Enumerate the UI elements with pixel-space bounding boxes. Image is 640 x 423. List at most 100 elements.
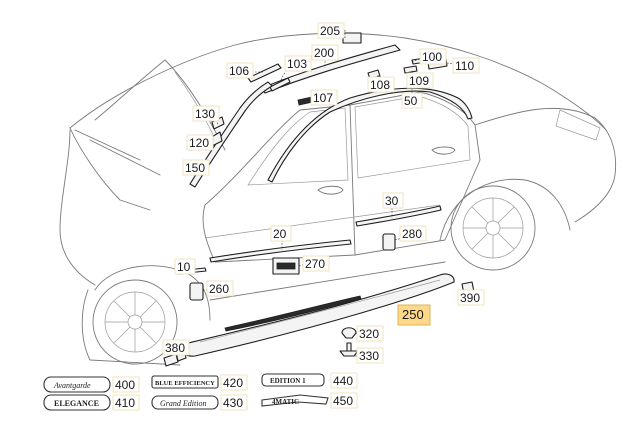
callout-400-label: 400: [115, 378, 135, 392]
callout-410-label: 410: [115, 396, 135, 410]
callout-110-label: 110: [455, 59, 474, 73]
part-330-base: [339, 350, 359, 357]
part-270-plate-inner: [276, 262, 296, 270]
callout-420-label: 420: [223, 376, 243, 390]
callout-30: 30: [382, 192, 404, 209]
leader-280: [394, 237, 403, 241]
badge-420-text: BLUE EFFICIENCY: [155, 380, 215, 387]
badge-440: EDITION 1 440: [261, 372, 358, 389]
callout-260-label: 260: [209, 282, 229, 296]
callout-10-label: 10: [177, 260, 191, 274]
callout-250-highlight: [397, 304, 431, 326]
car-front-lower: [81, 289, 181, 366]
leader-109: [411, 70, 416, 77]
callout-100: 100: [419, 48, 447, 65]
callout-109-label: 109: [409, 74, 429, 88]
part-250-chrome-strip: [224, 295, 362, 332]
car-rear-handle: [431, 146, 456, 155]
callout-10: 10: [174, 258, 196, 275]
callout-380: 380: [162, 339, 190, 356]
callout-100-label: 100: [422, 50, 442, 64]
leader-110: [446, 62, 455, 65]
callout-270-label: 270: [305, 257, 325, 271]
car-rear-arch: [439, 178, 571, 241]
car-rear-tire: [450, 185, 536, 271]
badge-450-text: 4MATIC: [272, 398, 299, 406]
callout-205-label: 205: [320, 24, 340, 38]
part-250-detail-line: [199, 279, 441, 343]
part-150-a-pillar: [189, 81, 273, 188]
badge-430-text: Grand Edition: [160, 399, 206, 408]
part-330-stem: [346, 342, 352, 352]
car-rear-hub: [485, 220, 501, 236]
car-rocker-line: [209, 261, 446, 301]
badge-400-shape: [43, 376, 111, 393]
callout-103: 103: [284, 55, 312, 72]
callout-106-label: 106: [229, 64, 249, 78]
badge-410-shape: [43, 394, 111, 411]
callout-320-label: 320: [359, 327, 379, 341]
car-rear-spokes: [463, 198, 523, 258]
badge-400-text: Avantgarde: [53, 381, 91, 390]
part-109-clip: [403, 65, 418, 74]
callout-280: 280: [399, 225, 427, 242]
callout-130-label: 130: [195, 107, 215, 121]
callout-450-label: 450: [333, 394, 353, 408]
callout-380-label: 380: [165, 341, 185, 355]
callout-109: 109: [406, 72, 434, 89]
badge-450-shape: [261, 394, 329, 407]
badge-420: BLUE EFFICIENCY 420: [151, 374, 248, 391]
callout-20-label: 20: [273, 227, 287, 241]
callout-108: 108: [367, 76, 395, 93]
car-front-hub: [127, 314, 143, 330]
part-380-screw: [163, 353, 179, 367]
car-tail-light: [555, 109, 601, 141]
callout-200-label: 200: [314, 46, 334, 60]
car-rear-quarter: [474, 107, 617, 223]
part-20-door-strip: [209, 239, 352, 263]
car-roof-outline: [69, 32, 607, 131]
callout-110: 110: [452, 57, 480, 74]
callout-130: 130: [192, 105, 220, 122]
car-front-door: [202, 104, 356, 263]
callout-280-label: 280: [402, 227, 422, 241]
callout-260: 260: [206, 280, 234, 297]
callout-107-label: 107: [313, 91, 333, 105]
callout-106: 106: [226, 62, 254, 79]
part-320-clip: [341, 327, 357, 339]
callout-50-label: 50: [404, 94, 418, 108]
part-280-badge: [382, 233, 396, 251]
callout-390-label: 390: [460, 291, 480, 305]
callout-150-label: 150: [185, 161, 205, 175]
callout-250-label: 250: [402, 307, 424, 322]
badge-450: 4MATIC 450: [261, 392, 358, 409]
callout-20: 20: [270, 225, 292, 242]
badge-440-text: EDITION 1: [270, 377, 306, 385]
callout-150: 150: [182, 159, 210, 176]
leader-270: [298, 263, 306, 267]
badge-410-text: ELEGANCE: [54, 399, 99, 408]
callout-330-label: 330: [359, 349, 379, 363]
callout-120: 120: [186, 134, 214, 151]
callout-200: 200: [311, 44, 339, 61]
part-260-badge: [189, 282, 204, 301]
part-103-moulding: [269, 77, 291, 92]
badge-420-shape: [151, 375, 219, 389]
callout-205: 205: [317, 22, 345, 39]
callout-103-label: 103: [287, 57, 307, 71]
badge-440-shape: [261, 373, 325, 387]
callout-107: 107: [310, 89, 338, 106]
car-hood-edge: [69, 127, 151, 211]
part-30-door-strip: [355, 205, 442, 227]
callout-120-label: 120: [189, 136, 209, 150]
callouts: 205 200 106 103 107 108 109 100: [162, 22, 485, 364]
car-body: [59, 32, 617, 366]
part-50-window-frame: [267, 87, 473, 183]
trim-parts: [163, 32, 475, 367]
callout-390: 390: [457, 289, 485, 306]
callout-430-label: 430: [223, 396, 243, 410]
car-front-handle: [317, 185, 344, 195]
callout-30-label: 30: [385, 194, 399, 208]
